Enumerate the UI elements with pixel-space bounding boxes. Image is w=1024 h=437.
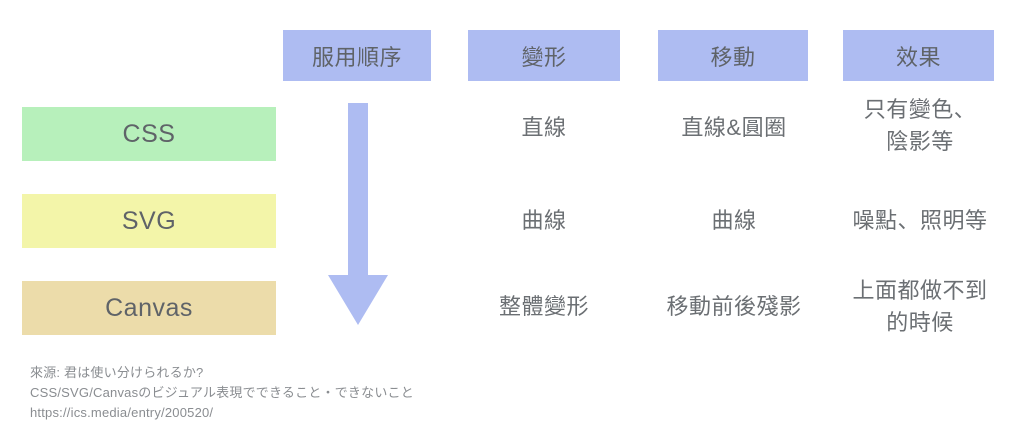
cell-canvas-effect: 上面都做不到 的時候 (836, 275, 1004, 339)
column-header-order: 服用順序 (283, 30, 431, 81)
arrow-down-icon (318, 103, 398, 329)
source-note-line1: 來源: 君は使い分けられるか? (30, 365, 204, 380)
column-header-deform: 變形 (468, 30, 620, 81)
cell-svg-move: 曲線 (711, 208, 757, 233)
cell-canvas-move: 移動前後殘影 (666, 294, 802, 319)
cell-canvas-deform: 整體變形 (498, 294, 589, 319)
cell-css-move: 直線&圓圈 (681, 115, 787, 140)
column-header-effect: 效果 (843, 30, 994, 81)
row-label-svg: SVG (22, 194, 276, 248)
cell-svg-effect: 噪點、照明等 (852, 208, 988, 233)
cell-canvas-effect-line1: 上面都做不到 (852, 278, 988, 303)
cell-css-effect-line2: 陰影等 (886, 129, 954, 154)
column-header-move: 移動 (658, 30, 808, 81)
cell-canvas-effect-line2: 的時候 (886, 310, 954, 335)
source-note-line2: CSS/SVG/Canvasのビジュアル表現でできること・できないこと (30, 385, 414, 400)
row-label-css: CSS (22, 107, 276, 161)
row-label-canvas: Canvas (22, 281, 276, 335)
source-note: 來源: 君は使い分けられるか? CSS/SVG/Canvasのビジュアル表現でで… (30, 363, 414, 423)
cell-css-effect-line1: 只有變色、 (863, 97, 977, 122)
cell-svg-deform: 曲線 (521, 208, 567, 233)
source-note-url[interactable]: https://ics.media/entry/200520/ (30, 405, 214, 420)
cell-css-deform: 直線 (521, 115, 567, 140)
cell-css-effect: 只有變色、 陰影等 (836, 94, 1004, 158)
